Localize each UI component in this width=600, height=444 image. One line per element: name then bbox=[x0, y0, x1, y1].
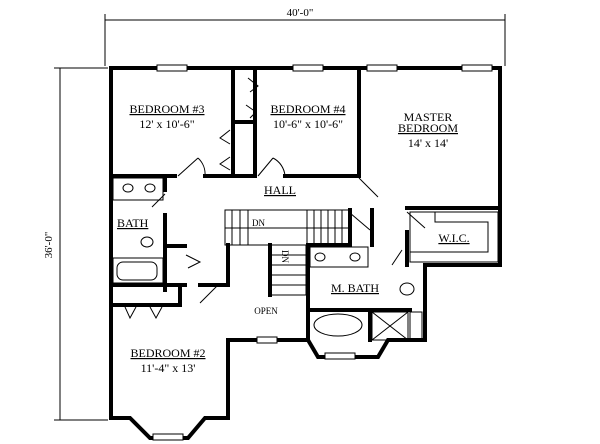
bath-label: BATH bbox=[117, 216, 149, 230]
master-label-line1: MASTER bbox=[404, 110, 453, 124]
stair-down-label: DN bbox=[252, 218, 265, 228]
bedroom-2-size: 11'-4" x 13' bbox=[141, 361, 196, 375]
fixtures bbox=[112, 177, 499, 341]
dimension-width: 40'-0" bbox=[104, 4, 506, 66]
bedroom-3-label: BEDROOM #3 bbox=[129, 102, 204, 116]
bedroom-4-size: 10'-6" x 10'-6" bbox=[273, 117, 343, 131]
bedroom-4-label: BEDROOM #4 bbox=[270, 102, 345, 116]
bedroom-2-label: BEDROOM #2 bbox=[130, 346, 205, 360]
windows bbox=[152, 64, 493, 441]
bedroom-3-size: 12' x 10'-6" bbox=[139, 117, 194, 131]
stair-down-label-2: DN bbox=[280, 250, 290, 263]
width-label: 40'-0" bbox=[287, 7, 314, 19]
open-label: OPEN bbox=[254, 306, 278, 316]
dimension-depth: 36'-0" bbox=[43, 67, 108, 421]
master-bedroom-label: BEDROOM bbox=[398, 121, 458, 135]
wic-label: W.I.C. bbox=[438, 231, 469, 245]
walls bbox=[109, 66, 502, 440]
stairs: DN DN bbox=[224, 209, 351, 297]
depth-label: 36'-0" bbox=[43, 232, 55, 259]
doors bbox=[124, 77, 426, 320]
hall-label: HALL bbox=[264, 183, 296, 197]
room-labels: BEDROOM #3 12' x 10'-6" BEDROOM #4 10'-6… bbox=[117, 102, 470, 375]
master-bedroom-size: 14' x 14' bbox=[408, 136, 448, 150]
master-bath-label: M. BATH bbox=[331, 281, 379, 295]
